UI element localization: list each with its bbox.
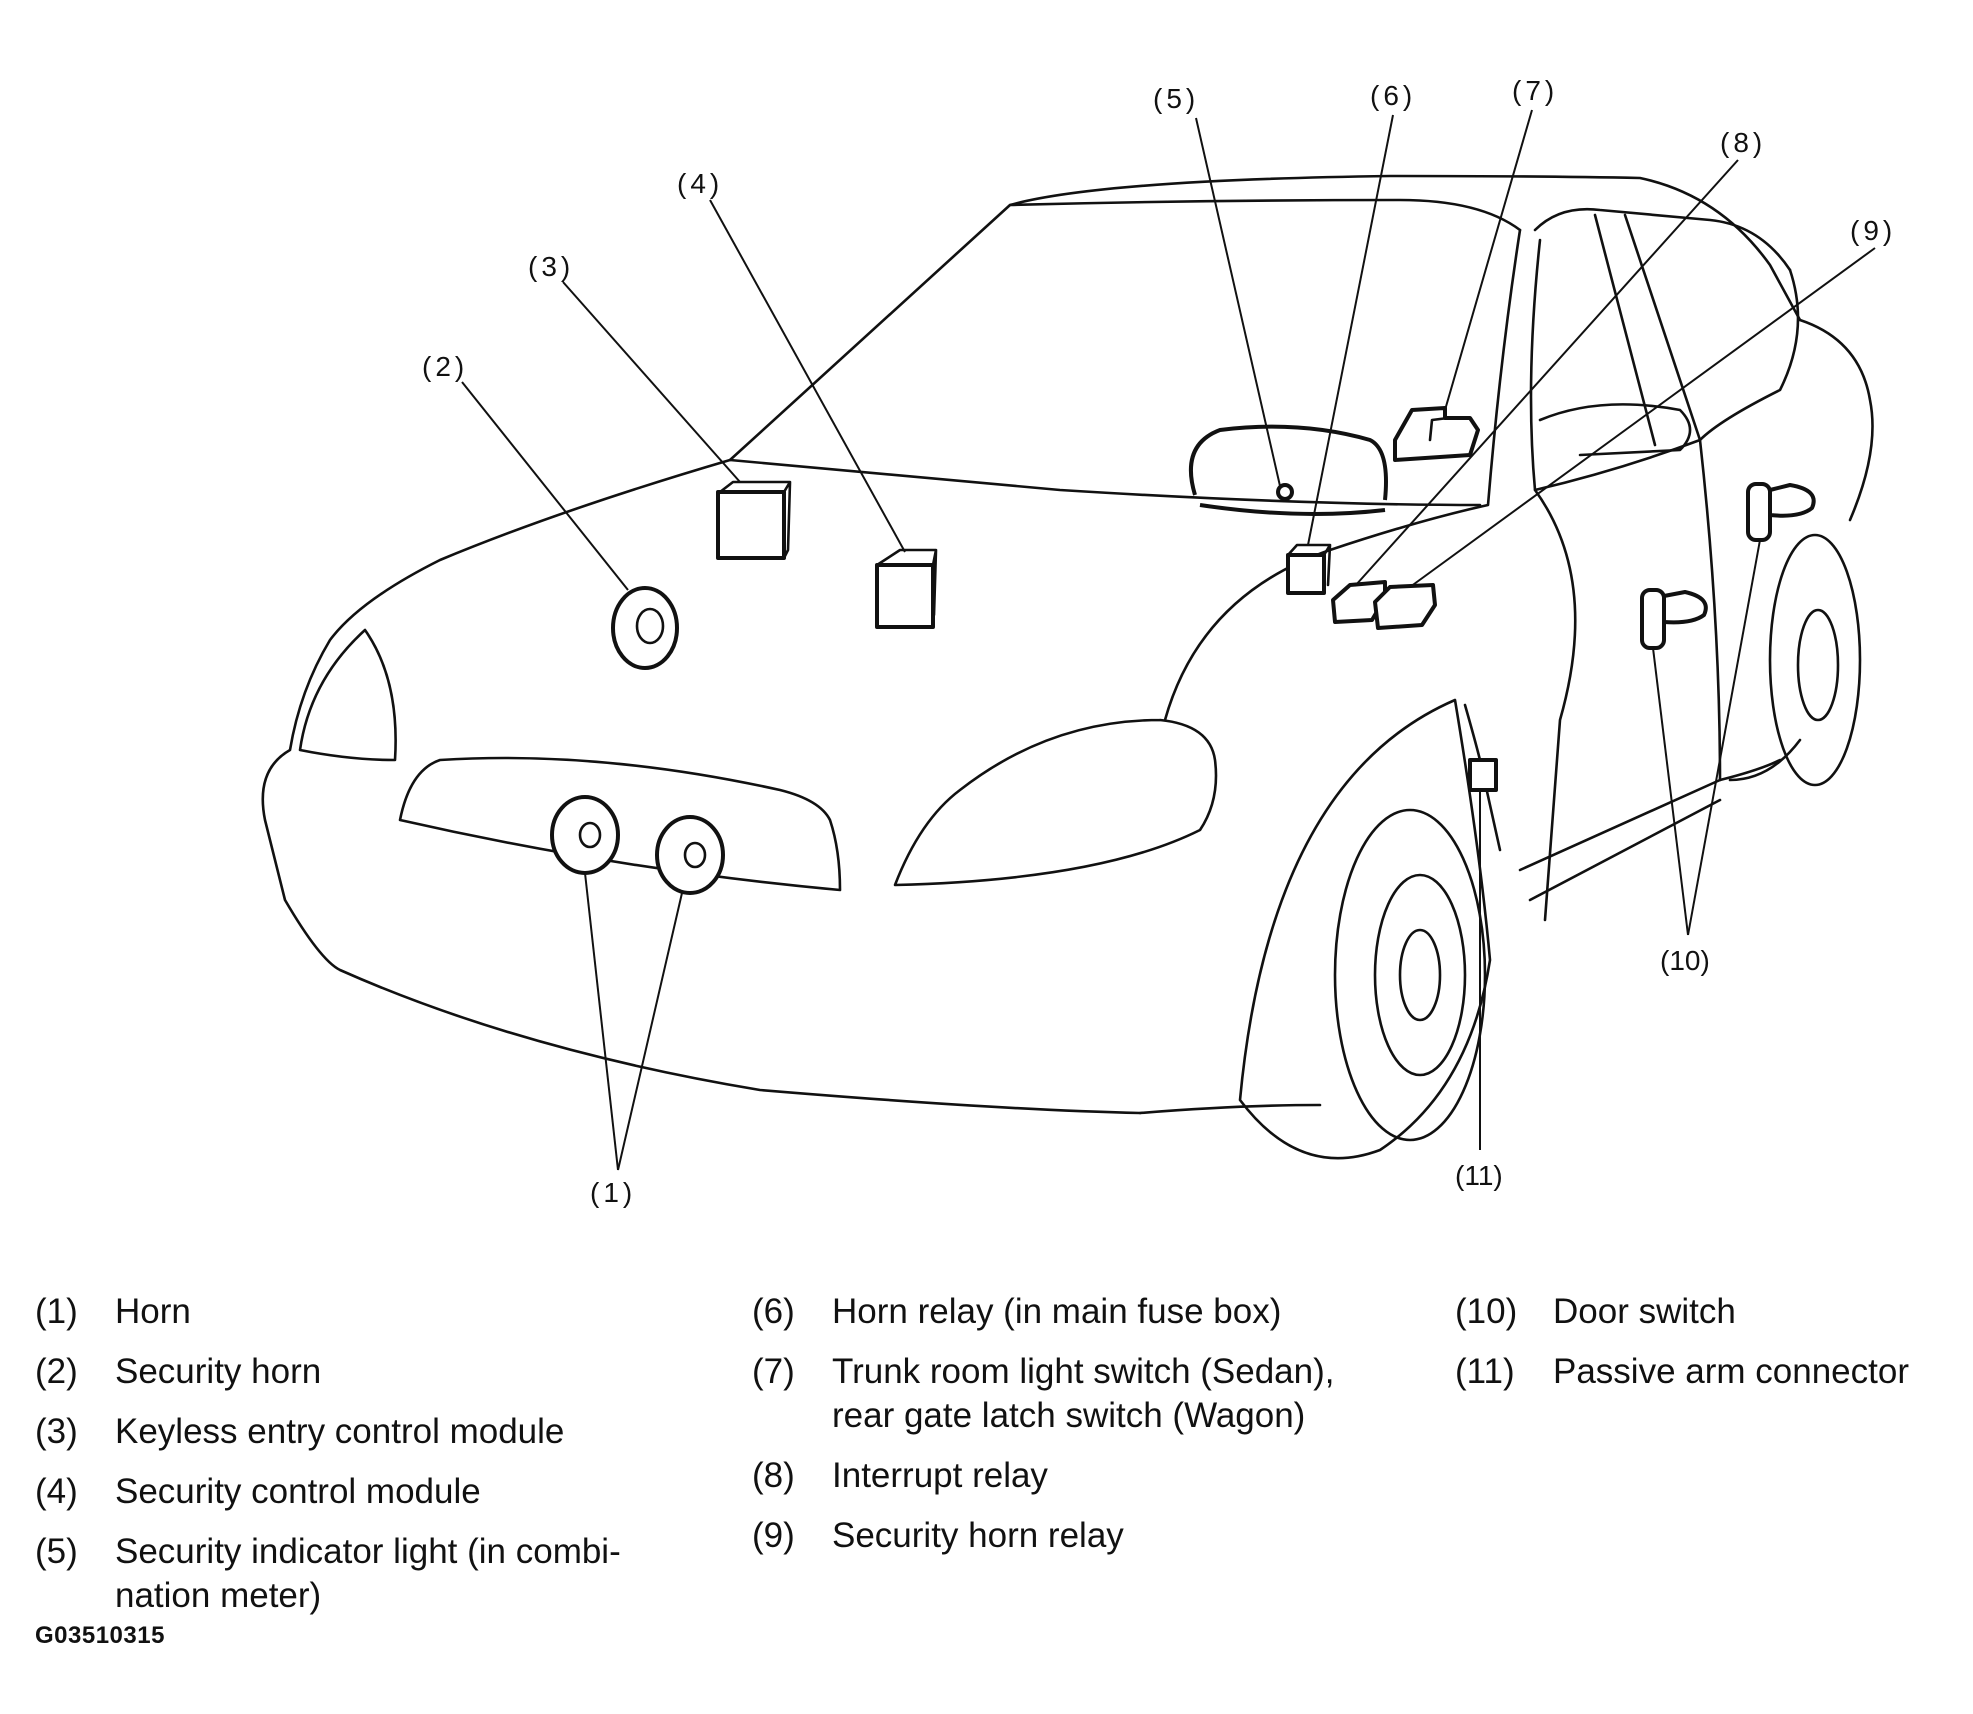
legend-item-11: (11) Passive arm connector [1455,1350,1965,1394]
keyless-entry-control-module [716,480,792,560]
legend-number: (9) [752,1516,795,1555]
legend-label: Horn [115,1292,191,1331]
horn-right [655,815,725,895]
callout-6: (6) [1370,80,1416,111]
legend-item-6: (6) Horn relay (in main fuse box) [752,1290,1412,1334]
legend-label: Door switch [1553,1292,1736,1331]
legend-item-1: (1) Horn [35,1290,685,1334]
door-switch-front [1640,588,1708,650]
callout-1: (1) [590,1177,636,1208]
trunk-room-light-switch [1393,406,1480,462]
security-horn [611,586,679,670]
legend-number: (6) [752,1292,795,1331]
legend-label: Trunk room light switch (Sedan), rear ga… [832,1352,1335,1435]
legend-label: Keyless entry control module [115,1412,565,1451]
legend-item-8: (8) Interrupt relay [752,1454,1412,1498]
legend-label: Security horn relay [832,1516,1124,1555]
legend-number: (5) [35,1532,78,1571]
car-security-system-diagram: (5) (6) (7) (8) (4) (9) (3) (2) (10) (1)… [261,75,1896,1208]
legend-column-2: (6) Horn relay (in main fuse box) (7) Tr… [752,1290,1412,1574]
legend-label: Passive arm connector [1553,1352,1909,1391]
legend-number: (4) [35,1472,78,1511]
legend-label: Security control module [115,1472,481,1511]
legend-item-3: (3) Keyless entry control module [35,1410,685,1454]
callout-5: (5) [1153,83,1199,114]
legend-number: (7) [752,1352,795,1391]
callout-9: (9) [1850,215,1896,246]
callout-3: (3) [528,251,574,282]
legend-number: (2) [35,1352,78,1391]
security-horn-relay [1373,583,1437,630]
car-outline [261,174,1874,1160]
callout-10: (10) [1660,945,1710,976]
legend-item-9: (9) Security horn relay [752,1514,1412,1558]
callout-8: (8) [1720,127,1766,158]
callout-11: (11) [1455,1160,1503,1191]
legend-item-7: (7) Trunk room light switch (Sedan), rea… [752,1350,1412,1438]
legend-label: Security indicator light (in combi- nati… [115,1532,621,1615]
legend-label: Security horn [115,1352,322,1391]
legend-item-10: (10) Door switch [1455,1290,1965,1334]
legend-column-1: (1) Horn (2) Security horn (3) Keyless e… [35,1290,685,1634]
horn-relay [1286,543,1332,595]
passive-arm-connector [1463,703,1502,852]
legend-number: (1) [35,1292,78,1331]
legend-item-2: (2) Security horn [35,1350,685,1394]
legend-item-5: (5) Security indicator light (in combi- … [35,1530,685,1618]
legend-label: Interrupt relay [832,1456,1048,1495]
figure-code: G03510315 [35,1622,165,1649]
security-control-module [875,548,938,629]
legend-label: Horn relay (in main fuse box) [832,1292,1282,1331]
callout-7: (7) [1512,75,1558,106]
legend-number: (11) [1455,1352,1515,1391]
legend-number: (3) [35,1412,78,1451]
leader-lines [461,109,1876,1171]
door-switch-rear [1746,482,1816,542]
legend-number: (10) [1455,1292,1518,1331]
callout-4: (4) [677,168,723,199]
callout-2: (2) [422,351,468,382]
legend-item-4: (4) Security control module [35,1470,685,1514]
legend-column-3: (10) Door switch (11) Passive arm connec… [1455,1290,1965,1410]
horn-left [550,795,620,875]
legend-number: (8) [752,1456,795,1495]
